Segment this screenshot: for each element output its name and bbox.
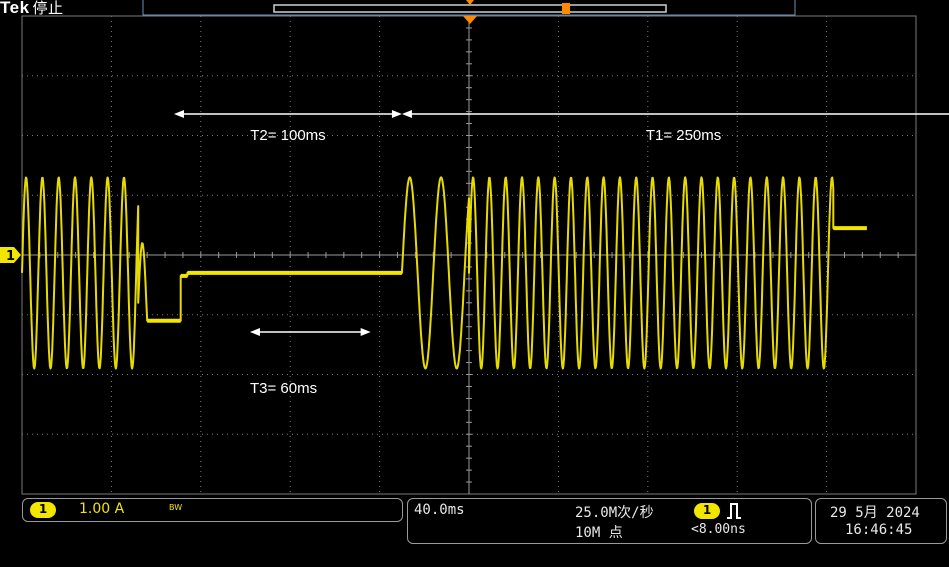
annotation-arrow-3-head-left — [249, 328, 260, 336]
time: 16:46:45 — [845, 522, 913, 538]
annotation-arrow-2-head-left — [401, 110, 412, 118]
ch1-ground-marker-shape — [0, 247, 21, 263]
ch1-badge: 1 — [30, 502, 56, 518]
annotation-label-2: T1= 250ms — [646, 127, 721, 144]
bandwidth-limit-icon: BW — [169, 503, 183, 512]
trigger-source-badge: 1 — [694, 503, 720, 519]
record-trigger-icon — [466, 0, 474, 5]
annotation-label-1: T2= 100ms — [250, 127, 325, 144]
record-window — [273, 4, 667, 13]
ch1-trace — [21, 176, 867, 370]
annotation-label-3: T3= 60ms — [250, 380, 317, 397]
annotation-arrow-1-head-left — [173, 110, 184, 118]
time-per-division: 40.0ms — [414, 502, 465, 518]
run-state[interactable]: 停止 — [32, 0, 64, 17]
annotation-arrow-3 — [249, 328, 371, 336]
record-position-marker — [562, 3, 570, 14]
record-overview-bar — [142, 0, 796, 16]
brand-logo: Tek — [0, 0, 30, 17]
pulse-trigger-icon — [727, 503, 741, 519]
annotation-arrow-1-head-right — [391, 110, 402, 118]
date: 29 5月 2024 — [830, 505, 920, 521]
annotation-arrow-3-head-right — [360, 328, 371, 336]
sample-rate: 25.0M次/秒 — [575, 505, 654, 521]
ch1-waveform — [21, 176, 867, 370]
screen-markers: 1 — [0, 16, 477, 264]
trigger-pulse-width: <8.00ns — [691, 522, 746, 537]
record-length: 10M 点 — [575, 525, 623, 541]
annotation-arrow-1 — [173, 110, 402, 118]
ch1-ground-marker: 1 — [0, 247, 21, 264]
trigger-position-marker — [463, 16, 477, 24]
datetime-readout[interactable]: 29 5月 2024 16:46:45 — [815, 498, 947, 544]
horizontal-readout[interactable]: 40.0ms 25.0M次/秒 10M 点 1 <8.00ns — [407, 498, 812, 544]
record-frame — [142, 0, 796, 16]
ch1-scale: 1.00 A — [79, 501, 125, 517]
ch1-readout[interactable]: 1 1.00 A BW — [22, 498, 403, 522]
annotation-arrow-2 — [401, 110, 949, 118]
ch1-ground-marker-label: 1 — [6, 249, 15, 264]
